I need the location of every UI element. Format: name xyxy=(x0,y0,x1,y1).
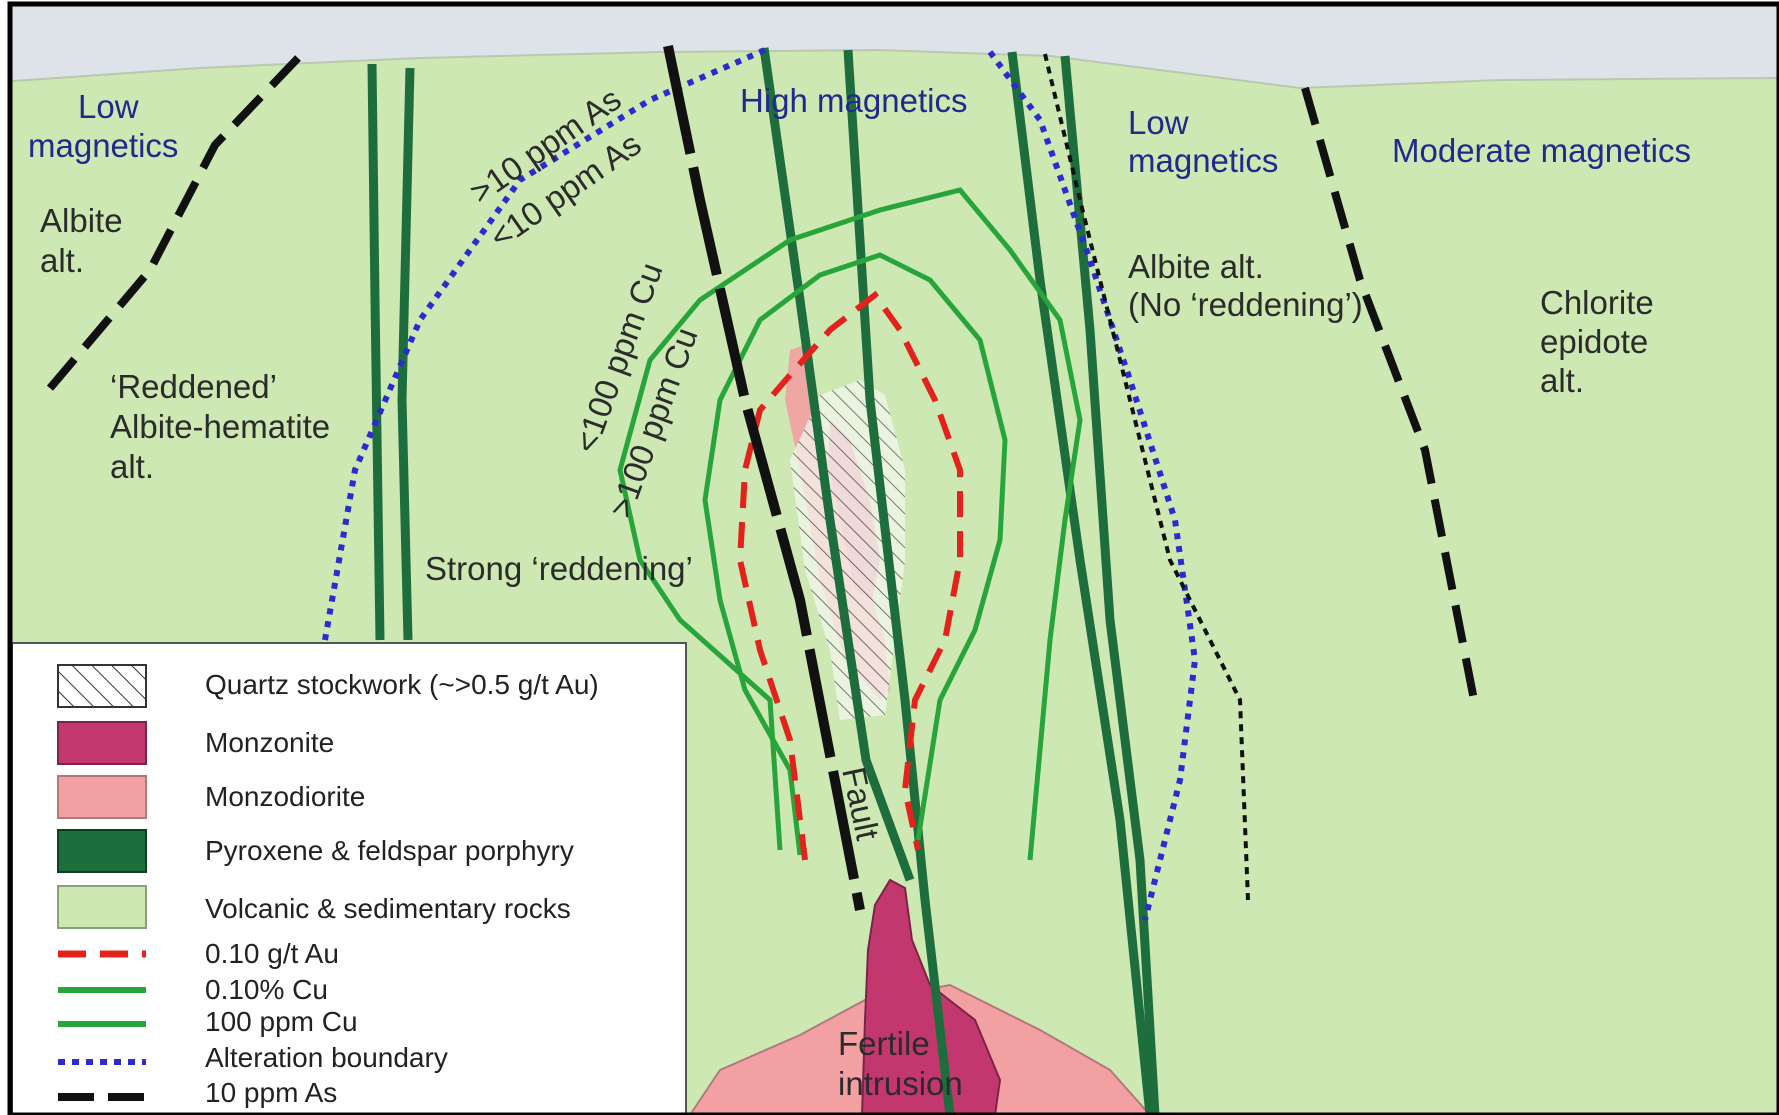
label-strong-reddening: Strong ‘reddening’ xyxy=(425,550,693,587)
label-fertile-intrusion-1: Fertile xyxy=(838,1025,930,1062)
legend-label-volcanic: Volcanic & sedimentary rocks xyxy=(205,893,571,924)
legend: Quartz stockwork (~>0.5 g/t Au) Monzonit… xyxy=(12,643,686,1115)
label-low-magnetics-right-2: magnetics xyxy=(1128,142,1278,179)
legend-label-monzonite: Monzonite xyxy=(205,727,334,758)
legend-label-monzodiorite: Monzodiorite xyxy=(205,781,365,812)
legend-label-porphyry: Pyroxene & feldspar porphyry xyxy=(205,835,574,866)
legend-label-as-10ppm: 10 ppm As xyxy=(205,1077,337,1108)
label-chlorite-3: alt. xyxy=(1540,362,1584,399)
legend-label-au-contour: 0.10 g/t Au xyxy=(205,938,339,969)
legend-label-cu-010: 0.10% Cu xyxy=(205,974,328,1005)
label-albite-no-reddening-1: Albite alt. xyxy=(1128,248,1264,285)
label-high-magnetics: High magnetics xyxy=(740,82,967,119)
legend-swatch-volcanic xyxy=(58,886,146,928)
legend-swatch-quartz-stockwork xyxy=(58,665,146,707)
legend-swatch-monzonite xyxy=(58,722,146,764)
label-albite-no-reddening-2: (No ‘reddening’) xyxy=(1128,286,1363,323)
label-moderate-magnetics: Moderate magnetics xyxy=(1392,132,1691,169)
legend-swatch-porphyry xyxy=(58,830,146,872)
label-albite-alt-2: alt. xyxy=(40,242,84,279)
legend-label-quartz-stockwork: Quartz stockwork (~>0.5 g/t Au) xyxy=(205,669,599,700)
label-low-magnetics-left-1: Low xyxy=(78,88,139,125)
legend-swatch-monzodiorite xyxy=(58,776,146,818)
label-albite-alt-1: Albite xyxy=(40,202,123,239)
label-reddened-3: alt. xyxy=(110,448,154,485)
label-low-magnetics-right-1: Low xyxy=(1128,104,1189,141)
label-chlorite-1: Chlorite xyxy=(1540,284,1654,321)
label-chlorite-2: epidote xyxy=(1540,323,1648,360)
label-fertile-intrusion-2: intrusion xyxy=(838,1065,963,1102)
label-reddened-2: Albite-hematite xyxy=(110,408,330,445)
label-low-magnetics-left-2: magnetics xyxy=(28,127,178,164)
legend-label-alteration-boundary: Alteration boundary xyxy=(205,1042,448,1073)
label-reddened-1: ‘Reddened’ xyxy=(110,368,277,405)
legend-label-cu-100: 100 ppm Cu xyxy=(205,1006,358,1037)
